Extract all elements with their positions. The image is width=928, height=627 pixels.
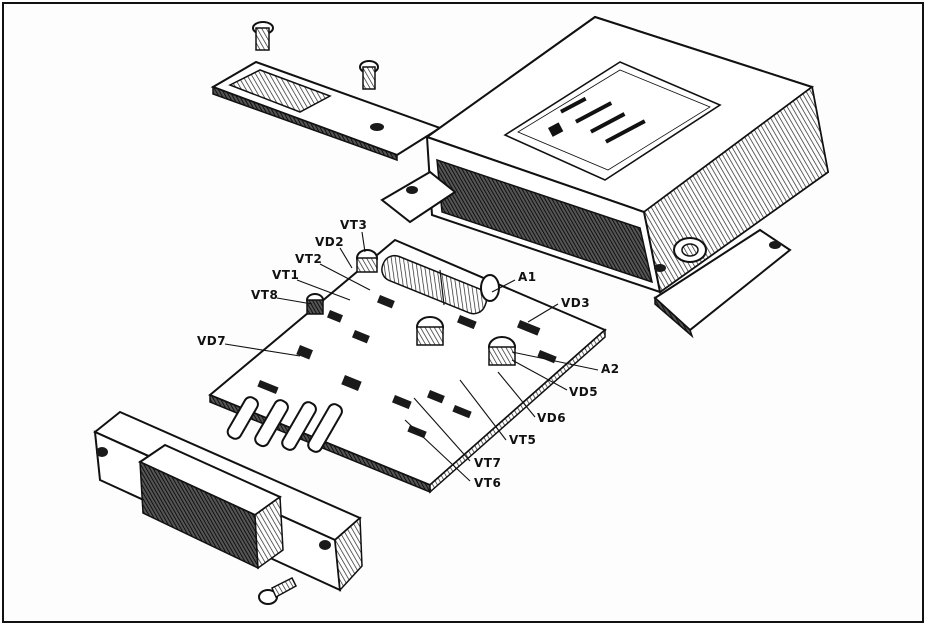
housing-cover <box>380 15 830 339</box>
label-vt7: VT7 <box>474 456 501 470</box>
circuit-board <box>208 238 607 494</box>
label-vt3: VT3 <box>340 218 367 232</box>
screw-icon <box>252 21 274 51</box>
label-vd6: VD6 <box>537 411 566 425</box>
label-vd3: VD3 <box>561 296 590 310</box>
label-vt2: VT2 <box>295 252 322 266</box>
label-vd7: VD7 <box>197 334 226 348</box>
component-labels: VT3 VD2 VT2 VT1 VT8 VD7 A1 VD3 A2 VD5 VD… <box>197 218 620 490</box>
label-vd2: VD2 <box>315 235 344 249</box>
label-vd5: VD5 <box>569 385 598 399</box>
connector-icon <box>93 410 363 592</box>
label-vt8: VT8 <box>251 288 278 302</box>
label-vt1: VT1 <box>272 268 299 282</box>
label-a1: A1 <box>518 270 537 284</box>
label-vt6: VT6 <box>474 476 501 490</box>
label-a2: A2 <box>601 362 620 376</box>
leader-lines <box>224 231 599 482</box>
label-vt5: VT5 <box>509 433 536 447</box>
screw-icon <box>258 576 297 605</box>
screw-icon <box>359 60 379 90</box>
mounting-plate <box>210 60 443 162</box>
